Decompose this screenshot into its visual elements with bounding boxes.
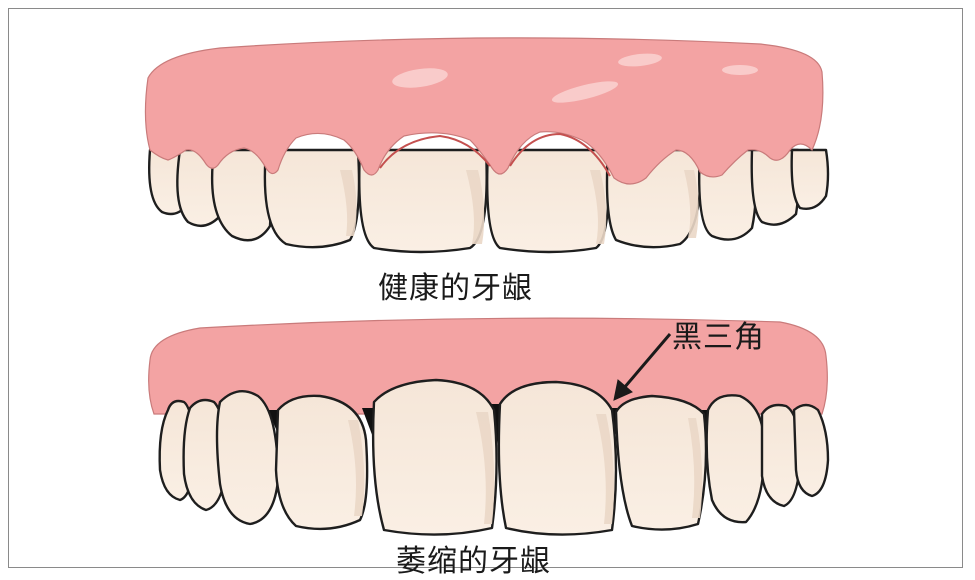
- tooth: [707, 395, 765, 522]
- tooth: [794, 405, 828, 496]
- tooth: [616, 396, 706, 530]
- black-triangle-label: 黑三角: [672, 312, 765, 356]
- tooth: [373, 380, 496, 535]
- tooth: [499, 382, 616, 535]
- healthy-gum-label: 健康的牙龈: [378, 263, 533, 307]
- tooth: [792, 150, 828, 209]
- receded-gum-label: 萎缩的牙龈: [396, 536, 551, 580]
- healthy-teeth-group: [145, 38, 828, 252]
- tooth: [217, 391, 278, 524]
- tooth: [276, 396, 367, 529]
